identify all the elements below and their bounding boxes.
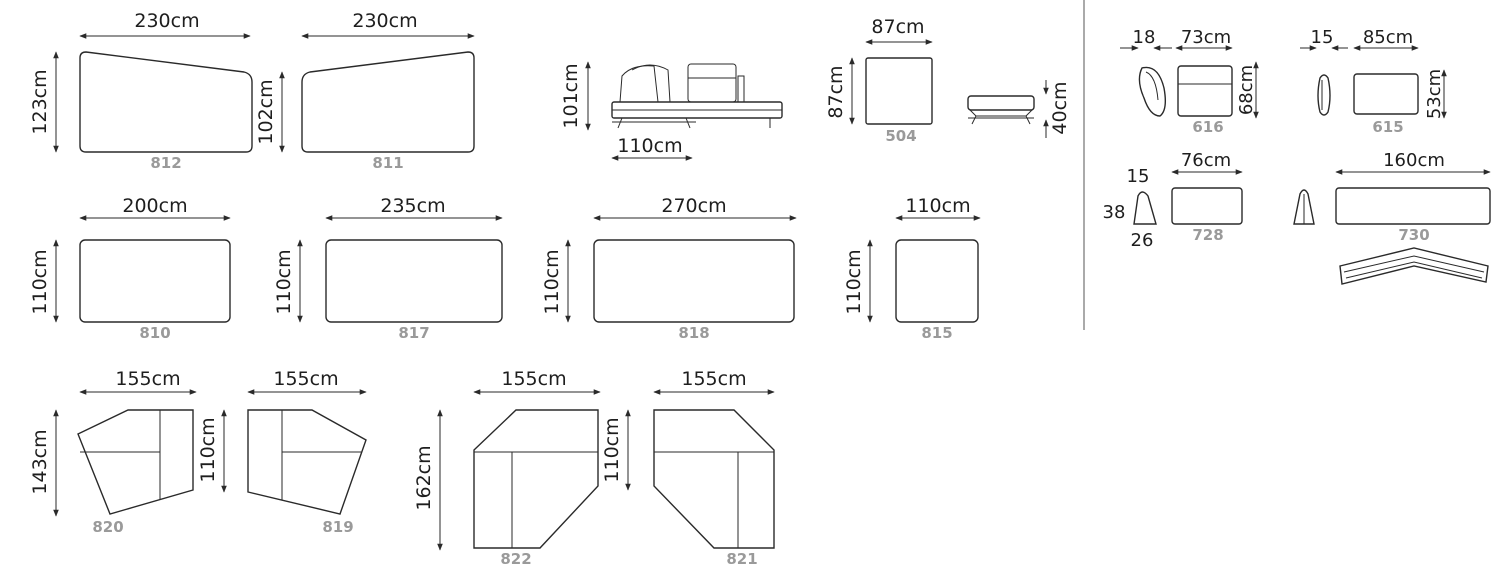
cushion-code: 616 [1192,118,1223,136]
width-label: 200cm [122,195,187,217]
module-821: 155cm 110cm 821 [601,368,775,568]
module-818: 270cm 110cm 818 [541,195,797,342]
height-label: 40cm [1049,81,1071,134]
module-code: 815 [921,324,952,342]
height-label: 101cm [560,63,582,128]
width-label: 155cm [273,368,338,390]
module-819-outline [247,409,367,515]
depth-label: 87cm [825,65,847,118]
depth-label: 110cm [601,417,623,482]
module-504-outline [865,57,933,125]
module-821-outline [653,409,775,549]
module-812-outline [79,51,253,153]
depth-label: 110cm [197,417,219,482]
cushion-730: 160cm 730 [1293,150,1491,285]
cushion-side-profile [1138,66,1167,117]
module-817-outline [325,239,503,323]
module-820-outline [77,409,194,515]
width-label: 85cm [1363,27,1413,48]
width-label: 73cm [1181,27,1231,48]
side-label: 38 [1103,202,1126,223]
cushion-728: 15 38 26 76cm 728 [1103,150,1243,251]
depth-label: 162cm [413,445,435,510]
width-label: 230cm [352,10,417,32]
sofa-side-view: 101cm 110cm [560,61,783,161]
module-code: 819 [322,518,353,536]
module-815: 110cm 110cm 815 [843,195,981,342]
depth-label: 110cm [29,249,51,314]
module-822: 155cm 162cm 822 [413,368,601,568]
module-code: 810 [139,324,170,342]
height-label: 102cm [255,79,277,144]
module-810-outline [79,239,231,323]
module-code: 820 [92,518,123,536]
cushion-code: 615 [1372,118,1403,136]
bottom-label: 26 [1131,230,1154,251]
module-817: 235cm 110cm 817 [273,195,503,342]
ottoman-side-view [967,95,1035,125]
cushion-code: 730 [1398,226,1429,244]
module-819: 155cm 110cm 819 [197,368,367,536]
depth-label: 143cm [29,429,51,494]
thickness-label: 18 [1133,27,1156,48]
module-504: 87cm 87cm 504 40cm [825,16,1071,145]
height-label: 123cm [29,69,51,134]
module-820: 155cm 143cm 820 [29,368,197,536]
depth-label: 110cm [273,249,295,314]
module-code: 818 [678,324,709,342]
cushion-616-outline [1177,65,1233,117]
width-label: 155cm [115,368,180,390]
cushion-616: 18 73cm 68cm 616 [1120,27,1259,136]
width-label: 155cm [501,368,566,390]
cushion-side-profile [1317,74,1331,116]
cushion-730-outline [1335,187,1491,225]
width-label: 270cm [661,195,726,217]
cushion-code: 728 [1192,226,1223,244]
module-810: 200cm 110cm 810 [29,195,231,342]
cushion-728-outline [1171,187,1243,225]
cushion-side-profile [1293,189,1315,225]
width-label: 110cm [905,195,970,217]
module-code: 817 [398,324,429,342]
module-815-outline [895,239,979,323]
module-811: 230cm 102cm 811 [255,10,475,172]
module-code: 822 [500,550,531,568]
module-812: 230cm 123cm 812 [29,10,253,172]
width-label: 235cm [380,195,445,217]
cushion-615: 15 85cm 53cm 615 [1300,27,1447,136]
width-label: 160cm [1383,150,1445,171]
width-label: 87cm [871,16,924,38]
sofa-silhouette [611,63,783,129]
width-label: 76cm [1181,150,1231,171]
module-811-outline [301,51,475,153]
module-code: 821 [726,550,757,568]
cushion-side-profile [1133,191,1157,225]
module-code: 504 [885,127,916,145]
height-label: 53cm [1424,69,1445,119]
depth-label: 110cm [541,249,563,314]
module-code: 811 [372,154,403,172]
top-label: 15 [1127,166,1150,187]
curved-backrest [1339,247,1489,285]
cushion-615-outline [1353,73,1419,115]
depth-label: 110cm [843,249,865,314]
thickness-label: 15 [1311,27,1334,48]
height-label: 68cm [1236,65,1257,115]
module-818-outline [593,239,795,323]
module-code: 812 [150,154,181,172]
module-822-outline [473,409,599,549]
depth-label: 110cm [617,135,682,157]
width-label: 230cm [134,10,199,32]
width-label: 155cm [681,368,746,390]
